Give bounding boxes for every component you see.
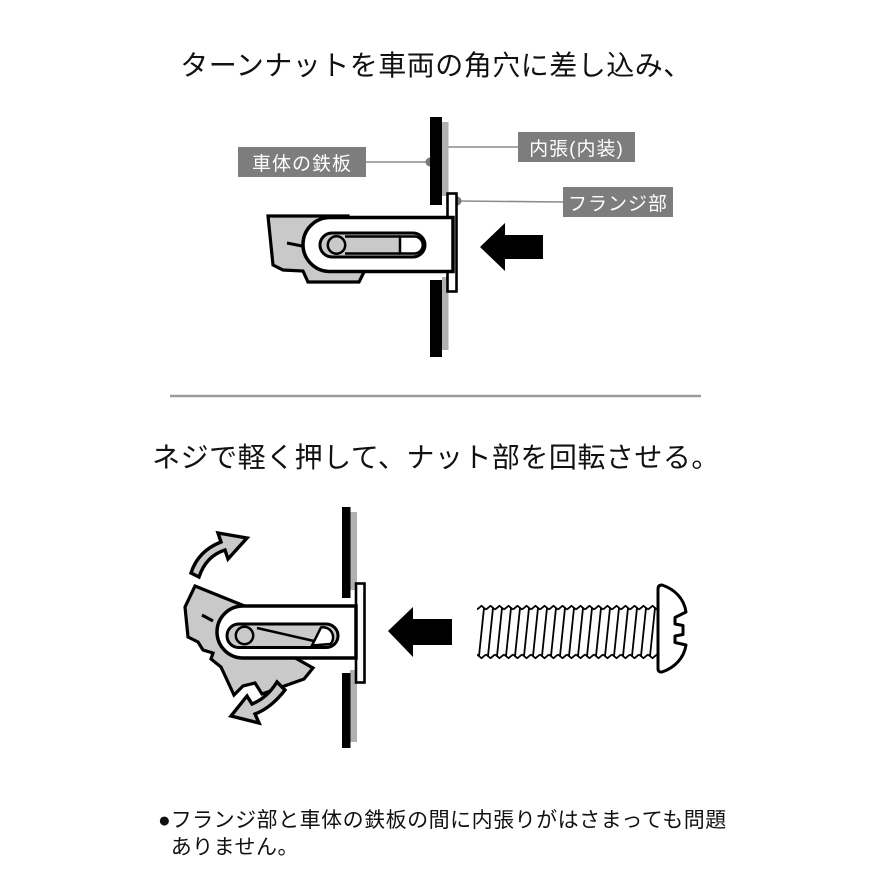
interior-lining-upper-2 xyxy=(350,512,357,590)
step1-title: ターンナットを車両の角穴に差し込み、 xyxy=(180,50,692,81)
step2-title: ネジで軽く押して、ナット部を回転させる。 xyxy=(152,442,720,473)
insert-arrow-icon xyxy=(480,223,543,271)
screw-head xyxy=(656,583,688,674)
diagram-step2 xyxy=(183,507,688,748)
slot-bar-diagonal-edge xyxy=(256,626,315,643)
label-flange: フランジ部 xyxy=(563,187,673,217)
interior-lining-lower-2 xyxy=(350,670,357,742)
interior-lining-upper xyxy=(442,122,449,196)
screw-hole-2 xyxy=(234,625,255,646)
steel-plate-lower-2 xyxy=(342,673,351,748)
label-body-plate: 車体の鉄板 xyxy=(238,147,366,177)
screw-shaft xyxy=(477,605,658,659)
nut-wing-fold-line xyxy=(286,241,303,248)
turnnut-slot-2 xyxy=(225,622,340,649)
footnote-text: フランジ部と車体の鉄板の間に内張りがはさまっても問題 ありません。 xyxy=(171,807,727,861)
leader-line-flange xyxy=(456,200,564,203)
label-interior-lining: 内張(内装) xyxy=(518,132,635,162)
insert-arrow-icon-2 xyxy=(388,607,452,657)
slot-bar-tip-2 xyxy=(309,626,335,647)
footnote-line-2: ありません。 xyxy=(170,836,300,859)
slot-bar-tip xyxy=(398,235,425,255)
diagram-step1 xyxy=(266,117,564,357)
nut-wing-fold-line-2 xyxy=(201,613,214,623)
screw-hole xyxy=(326,235,347,255)
footnote: ● フランジ部と車体の鉄板の間に内張りがはさまっても問題 ありません。 xyxy=(158,807,738,861)
steel-plate-upper-2 xyxy=(342,507,351,598)
steel-plate-upper xyxy=(430,117,442,205)
footnote-line-1: フランジ部と車体の鉄板の間に内張りがはさまっても問題 xyxy=(170,809,727,832)
bullet-icon: ● xyxy=(158,809,171,832)
steel-plate-lower xyxy=(430,280,442,357)
rotate-up-arrow-icon xyxy=(188,530,251,580)
interior-lining-lower xyxy=(442,277,449,350)
rotate-down-arrow-icon xyxy=(228,679,288,726)
